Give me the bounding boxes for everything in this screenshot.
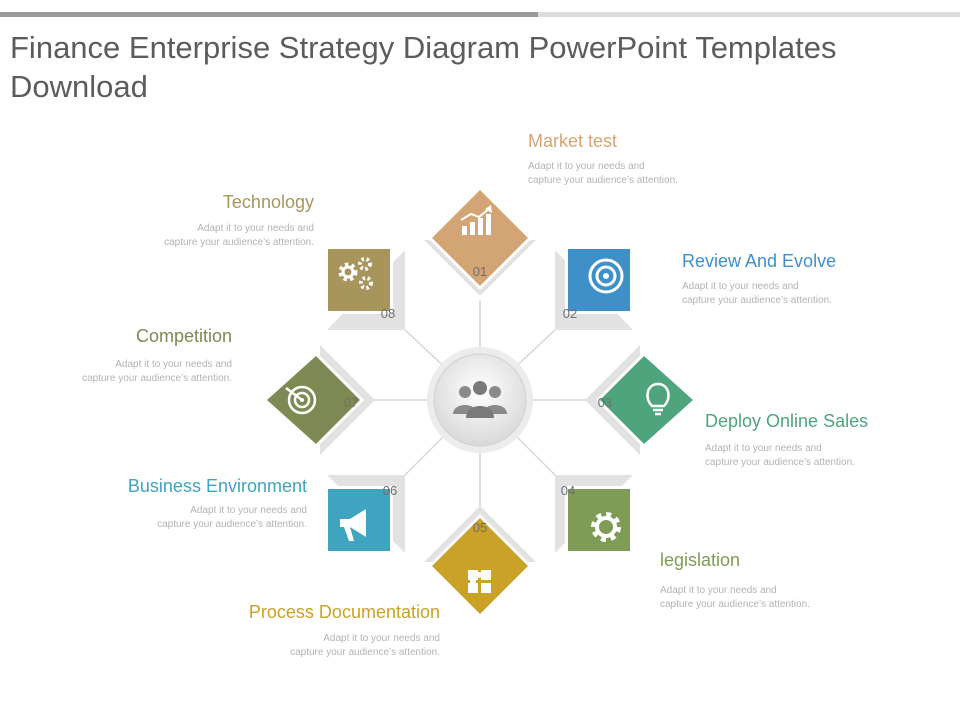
step-03-description: Adapt it to your needs and capture your … [705,443,855,468]
center-hub [427,347,533,453]
top-accent-bar [0,12,960,17]
step-05-tile [432,518,528,614]
step-05-description: Adapt it to your needs and capture your … [290,633,440,658]
center-disc [433,353,527,447]
step-07-description: Adapt it to your needs and capture your … [82,359,232,384]
lightbulb-icon [646,382,670,416]
step-01-label: Market test [528,131,618,151]
step-01: 01 [424,186,536,296]
step-08: 08 [325,246,405,330]
step-07-tile [267,356,360,444]
step-02-number: 02 [563,306,577,321]
step-04-number: 04 [561,483,575,498]
gears-icon [338,257,373,290]
step-08-number: 08 [381,306,395,321]
step-02: 02 [555,246,633,330]
step-04: 04 [555,475,633,554]
step-01-tile [432,190,528,286]
puzzle-icon [468,570,491,593]
step-06-description: Adapt it to your needs and capture your … [157,505,307,530]
step-07-label: Competition [135,326,232,346]
step-08-tile [328,249,390,311]
target-icon [588,258,624,294]
megaphone-icon [340,509,366,541]
step-05-label: Process Documentation [248,602,440,622]
page-title: Finance Enterprise Strategy Diagram Powe… [10,30,837,104]
step-03-tile [600,356,693,444]
step-04-description: Adapt it to your needs and capture your … [660,585,810,610]
step-08-label: Technology [222,192,314,212]
step-07-number: 07 [344,395,358,410]
gear-icon [591,512,621,542]
step-07: 07 [263,345,375,455]
team-icon [453,381,507,418]
step-03: 03 [585,345,697,455]
step-06-number: 06 [383,483,397,498]
step-06-label: Business Environment [127,476,307,496]
top-accent-bar-dark [0,12,538,17]
step-02-description: Adapt it to your needs and capture your … [682,281,832,306]
target-arrow-icon [285,385,317,415]
step-05: 05 [424,506,536,618]
step-01-description: Adapt it to your needs and capture your … [528,161,678,186]
growth-chart-icon [460,205,492,235]
step-01-number: 01 [473,264,487,279]
step-05-number: 05 [473,520,487,535]
step-03-number: 03 [598,395,612,410]
step-03-label: Deploy Online Sales [705,411,869,431]
top-accent-bar-light [538,12,960,17]
step-06: 06 [325,475,405,554]
step-04-label: legislation [660,550,741,570]
step-08-description: Adapt it to your needs and capture your … [164,223,314,248]
step-02-label: Review And Evolve [682,251,837,271]
